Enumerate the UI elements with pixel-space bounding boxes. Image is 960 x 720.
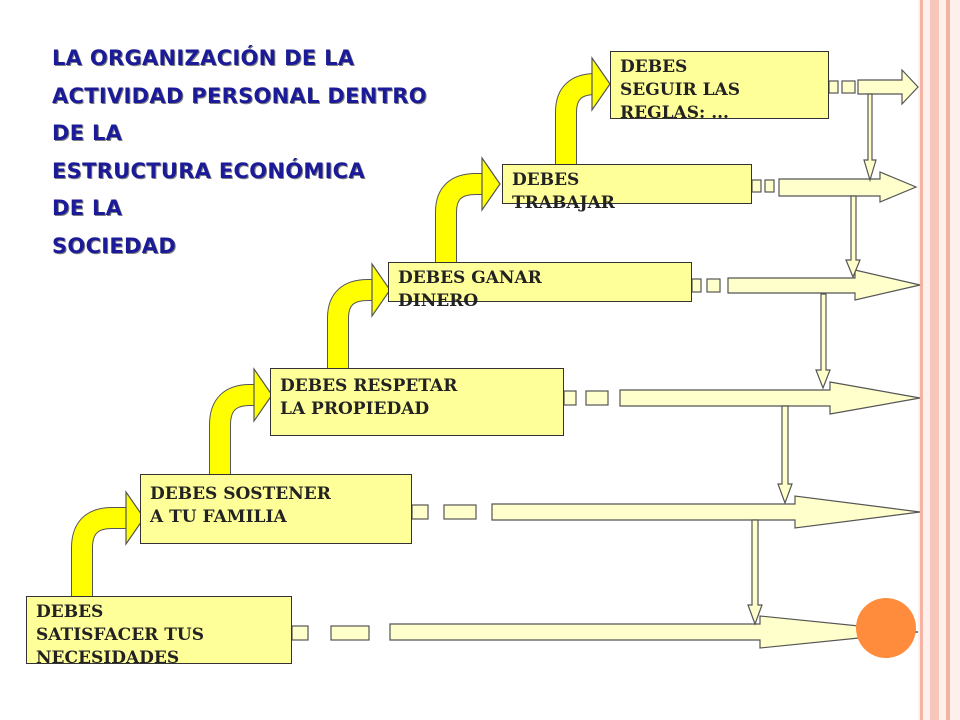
down-arrow-1 [863, 93, 877, 183]
step-box-6: DEBES SEGUIR LAS REGLAS: ... [610, 51, 829, 123]
accent-circle [856, 598, 916, 658]
step-text-line: DEBES [512, 170, 580, 190]
down-arrow-4 [777, 405, 793, 505]
title-line: ESTRUCTURA ECONÓMICA [52, 158, 365, 183]
curved-arrow-3 [327, 262, 391, 368]
step-box-3: DEBES RESPETAR LA PROPIEDAD [270, 368, 564, 436]
title-line: LA ORGANIZACIÓN DE LA [52, 46, 355, 70]
step-text-line: DEBES [36, 602, 104, 622]
slide-title: LA ORGANIZACIÓN DE LA ACTIVIDAD PERSONAL… [52, 40, 512, 265]
title-line: SOCIEDAD [52, 233, 177, 258]
title-line: ACTIVIDAD PERSONAL DENTRO [52, 83, 427, 108]
down-arrow-3 [815, 293, 831, 390]
step-text-line: SEGUIR LAS [620, 80, 740, 100]
row-arrow-1 [291, 615, 919, 649]
row-arrow-5 [751, 171, 918, 203]
step-text-line: DEBES RESPETAR [280, 376, 458, 396]
row-arrow-6 [828, 68, 919, 106]
step-text-line: DEBES [620, 57, 688, 77]
curved-arrow-4 [435, 156, 501, 262]
row-arrow-4 [691, 269, 921, 301]
curved-arrow-5 [555, 56, 611, 164]
step-text-line: REGLAS: ... [620, 103, 729, 123]
step-text-line: NECESIDADES [36, 648, 180, 668]
step-text-line: DEBES GANAR [398, 268, 542, 288]
step-text-line: LA PROPIEDAD [280, 399, 430, 419]
side-bar-thin-2 [946, 0, 950, 720]
title-line: DE LA [52, 121, 123, 145]
step-text-line: SATISFACER TUS [36, 625, 204, 645]
step-box-4: DEBES GANAR DINERO [388, 262, 692, 311]
row-arrow-2 [411, 495, 921, 529]
step-text-line: DEBES SOSTENER [150, 484, 331, 504]
step-box-2: DEBES SOSTENER A TU FAMILIA [140, 474, 412, 544]
step-text-line: A TU FAMILIA [150, 507, 287, 527]
down-arrow-5 [747, 519, 763, 626]
side-bar-thin-1 [920, 0, 923, 720]
step-box-1: DEBES SATISFACER TUS NECESIDADES [26, 596, 292, 668]
curved-arrow-1 [71, 490, 145, 596]
row-arrow-3 [563, 381, 921, 415]
step-text-line: DINERO [398, 291, 479, 311]
step-text-line: TRABAJAR [512, 193, 615, 213]
title-line: DE LA [52, 196, 123, 220]
step-box-5: DEBES TRABAJAR [502, 164, 752, 213]
curved-arrow-2 [209, 367, 273, 474]
side-bar-thick [930, 0, 939, 720]
down-arrow-2 [845, 195, 861, 279]
